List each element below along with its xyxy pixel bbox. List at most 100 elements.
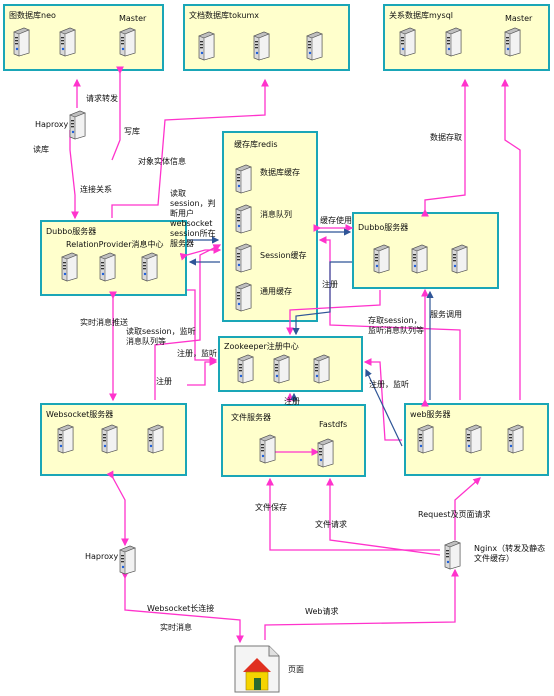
- haproxy-top-label: Haproxy: [35, 120, 69, 129]
- zookeeper-title: Zookeeper注册中心: [224, 342, 299, 351]
- redis-item-session-cache: Session缓存: [260, 251, 307, 260]
- redis-item-db-cache: 数据库缓存: [260, 168, 300, 177]
- server-icon: [61, 252, 78, 282]
- server-icon: [411, 244, 428, 274]
- page-label: 页面: [288, 665, 304, 674]
- server-icon: [119, 545, 136, 575]
- arrow-haproxy-page: [121, 571, 244, 644]
- server-icon: [147, 424, 164, 454]
- server-icon: [373, 244, 390, 274]
- label-register-3: 注册: [284, 397, 300, 406]
- label-connection-relation: 连接关系: [80, 185, 112, 194]
- label-register-1: 注册: [322, 280, 338, 289]
- server-icon: [399, 27, 416, 57]
- arrow-websocket-redis: [154, 244, 222, 400]
- label-read-session: 读取session，判断用户websocket session所在服务器: [170, 189, 216, 248]
- label-realtime-push: 实时消息推送: [80, 318, 128, 327]
- arrow-page-nginx: [264, 568, 459, 640]
- arrow-dubbo-redis: [179, 246, 222, 261]
- server-icon: [259, 434, 276, 464]
- file-server-title: 文件服务器: [231, 413, 271, 422]
- server-icon: [445, 27, 462, 57]
- arrow-dubbo-to-tokumx: [111, 78, 269, 218]
- label-cache-use: 缓存使用: [320, 216, 352, 225]
- arrow-web-zk: [363, 358, 402, 441]
- server-icon: [253, 31, 270, 61]
- page-house-icon: [234, 645, 280, 693]
- label-web-request: Web请求: [305, 607, 339, 616]
- label-store-session: 存取session，监听消息队列等: [368, 316, 424, 335]
- server-icon: [119, 27, 136, 57]
- label-register-listen-1: 注册，监听: [177, 349, 217, 358]
- server-icon: [141, 252, 158, 282]
- label-file-save: 文件保存: [255, 503, 287, 512]
- haproxy-bottom-label: Haproxy: [85, 552, 119, 561]
- arrow-read-neo: [69, 130, 79, 220]
- label-request-forward: 请求转发: [86, 94, 118, 103]
- arrow-dubbo-right-mysql: [421, 78, 469, 217]
- server-icon: [306, 31, 323, 61]
- arrow-dubbo-right-zk: [286, 290, 381, 336]
- server-icon: [69, 110, 86, 140]
- server-icon: [99, 252, 116, 282]
- server-icon: [317, 438, 334, 468]
- label-service-call: 服务调用: [430, 310, 462, 319]
- mysql-db-title: 关系数据库mysql: [389, 11, 453, 20]
- redis-title: 缓存库redis: [234, 140, 278, 149]
- mysql-master-label: Master: [505, 14, 533, 23]
- tokumx-db-title: 文档数据库tokumx: [189, 11, 260, 20]
- websocket-server-title: Websocket服务器: [46, 410, 114, 419]
- server-icon: [313, 354, 330, 384]
- arrow-write-neo: [111, 66, 124, 161]
- arrow-web-mysql: [501, 78, 521, 400]
- server-icon: [59, 27, 76, 57]
- label-realtime-message: 实时消息: [160, 623, 192, 632]
- label-register-2: 注册: [156, 377, 172, 386]
- arrow-blue-web-zk: [365, 368, 403, 447]
- server-icon: [235, 243, 252, 273]
- server-icon: [504, 27, 521, 57]
- server-icon: [444, 540, 461, 570]
- arrow-websocket-zk: [187, 358, 218, 386]
- dubbo-left-subtitle: RelationProvider消息中心: [66, 240, 164, 249]
- arrow-websocket-haproxy: [106, 470, 129, 547]
- dubbo-left-title: Dubbo服务器: [46, 227, 97, 236]
- neo-master-label: Master: [119, 14, 147, 23]
- redis-item-msg-queue: 消息队列: [260, 210, 292, 219]
- server-icon: [465, 424, 482, 454]
- label-websocket-long-conn: Websocket长连接: [147, 604, 215, 613]
- server-icon: [417, 424, 434, 454]
- arrow-nginx-file-save: [266, 477, 440, 551]
- label-read-session-listen: 读取session，监听消息队列等: [126, 327, 196, 346]
- label-request-page: Request及页面请求: [418, 510, 491, 519]
- dubbo-right-title: Dubbo服务器: [358, 223, 409, 232]
- label-register-listen-2: 注册，监听: [369, 380, 409, 389]
- web-server-title: web服务器: [410, 410, 451, 419]
- server-icon: [235, 164, 252, 194]
- label-data-access: 数据存取: [430, 133, 462, 142]
- redis-item-general-cache: 通用缓存: [260, 287, 292, 296]
- label-read-db: 读库: [33, 145, 49, 154]
- neo-db-title: 图数据库neo: [9, 11, 56, 20]
- server-icon: [101, 424, 118, 454]
- server-icon: [237, 354, 254, 384]
- nginx-label: Nginx（转发及静态文件缓存）: [474, 544, 546, 563]
- server-icon: [13, 27, 30, 57]
- arrow-blue-dubbo-right-zk: [292, 261, 352, 336]
- label-file-request: 文件请求: [315, 520, 347, 529]
- fastdfs-label: Fastdfs: [319, 420, 348, 429]
- arrow-nginx-web: [454, 477, 481, 540]
- arrow-nginx-fastdfs: [326, 477, 441, 556]
- label-write-db: 写库: [124, 127, 140, 136]
- server-icon: [57, 424, 74, 454]
- server-icon: [235, 282, 252, 312]
- server-icon: [198, 31, 215, 61]
- arrow-dubbo-left-zk: [187, 289, 218, 364]
- server-icon: [507, 424, 524, 454]
- server-icon: [235, 204, 252, 234]
- server-icon: [451, 244, 468, 274]
- neo-db-box: 图数据库neo Master: [3, 4, 164, 71]
- file-server-box: 文件服务器 Fastdfs: [221, 404, 366, 477]
- label-object-entity: 对象实体信息: [138, 157, 186, 166]
